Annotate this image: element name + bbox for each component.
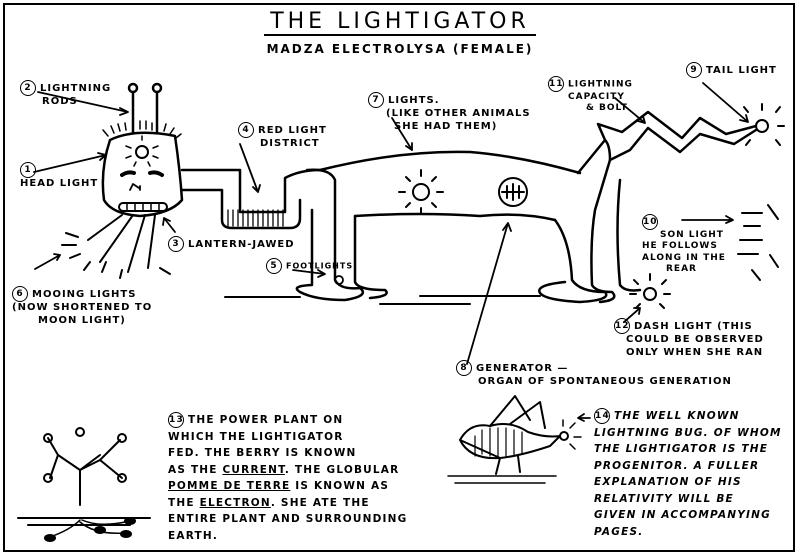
lightning-bolt-tail-icon	[596, 110, 758, 162]
power-plant-icon	[17, 427, 151, 542]
diagram-subtitle: MADZA ELECTROLYSA (FEMALE)	[266, 42, 534, 56]
mooing-light-rays-icon	[61, 214, 171, 279]
tail-light-sun-icon	[743, 103, 785, 146]
diagram-border	[3, 3, 795, 552]
generator-icon	[498, 177, 528, 207]
son-light-rays-icon	[737, 204, 779, 281]
dash-light-sun-icon	[629, 273, 671, 309]
head-icon	[101, 120, 184, 218]
pointer-arrows	[33, 82, 749, 422]
lightning-rods-icon	[127, 82, 163, 134]
body-icon	[295, 138, 642, 304]
footlight-icon	[334, 275, 344, 285]
lightning-bug-icon	[447, 395, 582, 484]
neck-icon	[180, 168, 322, 230]
body-light-sun-icon	[398, 169, 444, 215]
diagram-title: THE LIGHTIGATOR	[0, 8, 800, 36]
